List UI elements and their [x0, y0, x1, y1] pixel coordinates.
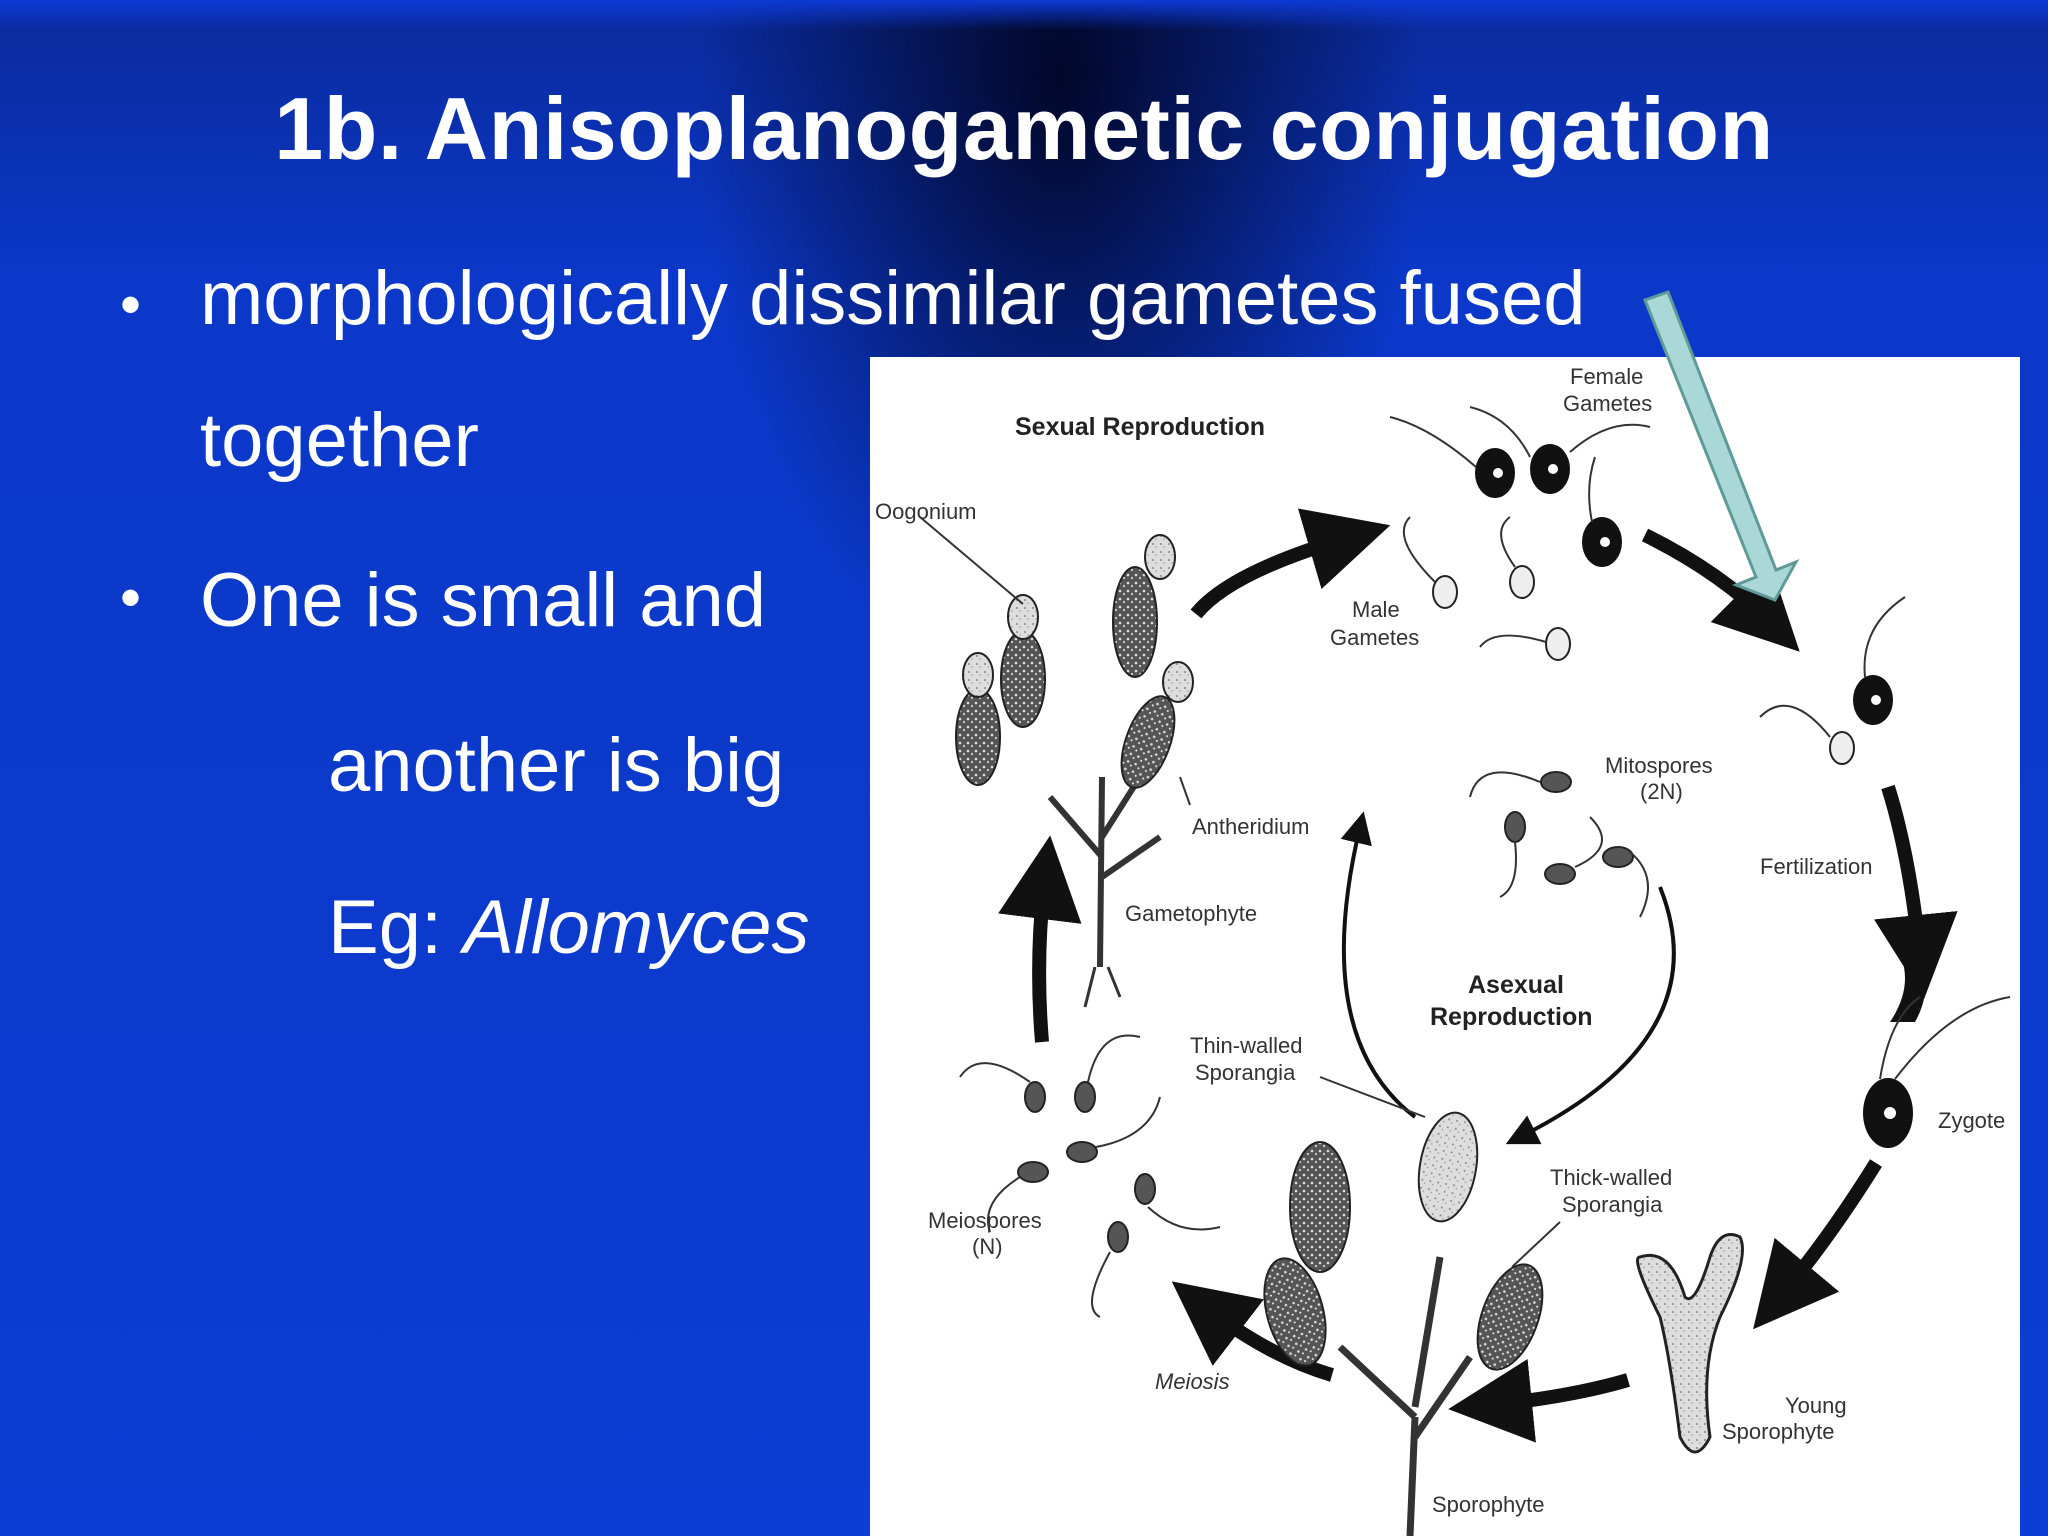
- cycle-arrow-to-zygote: [1874, 784, 1958, 999]
- label-sporophyte: Sporophyte: [1432, 1492, 1545, 1517]
- label-oogonium: Oogonium: [875, 499, 977, 524]
- label-zygote: Zygote: [1938, 1108, 2005, 1133]
- cycle-arrow-to-sporophyte: [1448, 1359, 1630, 1443]
- cycle-arrow-to-young-sporophyte: [1753, 1159, 1882, 1330]
- bullet-1-line-1: morphologically dissimilar gametes fused: [200, 256, 1586, 341]
- life-cycle-figure: Sexual Reproduction Oogonium Female Game…: [875, 364, 2011, 1536]
- cycle-arrow-to-fertilization: [1641, 528, 1800, 652]
- label-fertilization: Fertilization: [1760, 854, 1872, 879]
- label-antheridium: Antheridium: [1192, 814, 1309, 839]
- label-female-2: Gametes: [1563, 391, 1652, 416]
- label-male-2: Gametes: [1330, 625, 1419, 650]
- allomyces-life-cycle-diagram: Sexual Reproduction Oogonium Female Game…: [870, 357, 2020, 1536]
- example-organism: Allomyces: [463, 885, 810, 970]
- sporophyte-drawing: [1263, 1076, 1561, 1536]
- label-young-2: Sporophyte: [1722, 1419, 1835, 1444]
- cycle-arrow-to-gametes: [1190, 508, 1391, 619]
- label-male-1: Male: [1352, 597, 1400, 622]
- label-gametophyte: Gametophyte: [1125, 901, 1257, 926]
- slide-title: 1b. Anisoplanogametic conjugation: [274, 79, 1774, 178]
- asexual-arrow-up: [1340, 811, 1417, 1119]
- bullet-2-line-2: another is big: [328, 723, 785, 808]
- example-line: Eg: Allomyces: [328, 884, 810, 971]
- example-prefix: Eg:: [328, 885, 464, 970]
- slide-top-band: [0, 0, 2048, 30]
- label-young-1: Young: [1785, 1393, 1847, 1418]
- label-female-1: Female: [1570, 364, 1643, 389]
- bullet-dot: •: [120, 271, 142, 338]
- label-meiosis: Meiosis: [1155, 1369, 1230, 1394]
- female-gametes-drawing: [1389, 406, 1651, 567]
- label-asexual-1: Asexual: [1468, 971, 1564, 999]
- bullet-dot: •: [120, 564, 142, 631]
- label-meiospores-1: Meiospores: [928, 1208, 1042, 1233]
- label-meiospores-2: (N): [972, 1234, 1003, 1259]
- meiospores-drawing: [959, 1034, 1221, 1318]
- asexual-arrow-down: [1505, 886, 1676, 1145]
- label-asexual-2: Reproduction: [1430, 1003, 1593, 1031]
- zygote-drawing: [1863, 937, 2011, 1148]
- gametophyte-drawing: [919, 516, 1194, 1008]
- fertilization-gametes-drawing: [1759, 596, 1906, 765]
- label-mitospores-1: Mitospores: [1605, 753, 1713, 778]
- cycle-arrow-to-gametophyte: [998, 835, 1082, 1043]
- label-thick-walled-1: Thick-walled: [1550, 1165, 1672, 1190]
- cycle-arrow-to-meiospores: [1171, 1281, 1334, 1382]
- label-sexual-reproduction: Sexual Reproduction: [1015, 413, 1265, 441]
- label-thin-walled-2: Sporangia: [1195, 1060, 1296, 1085]
- bullet-2-line-1: One is small and: [200, 558, 767, 643]
- male-gametes-drawing: [1402, 516, 1571, 661]
- label-thick-walled-2: Sporangia: [1562, 1192, 1663, 1217]
- young-sporophyte-drawing: [1636, 1233, 1744, 1454]
- mitospores-drawing: [1469, 771, 1649, 918]
- label-mitospores-2: (2N): [1640, 779, 1683, 804]
- bullet-1-line-2: together: [200, 398, 479, 483]
- label-thin-walled-1: Thin-walled: [1190, 1033, 1303, 1058]
